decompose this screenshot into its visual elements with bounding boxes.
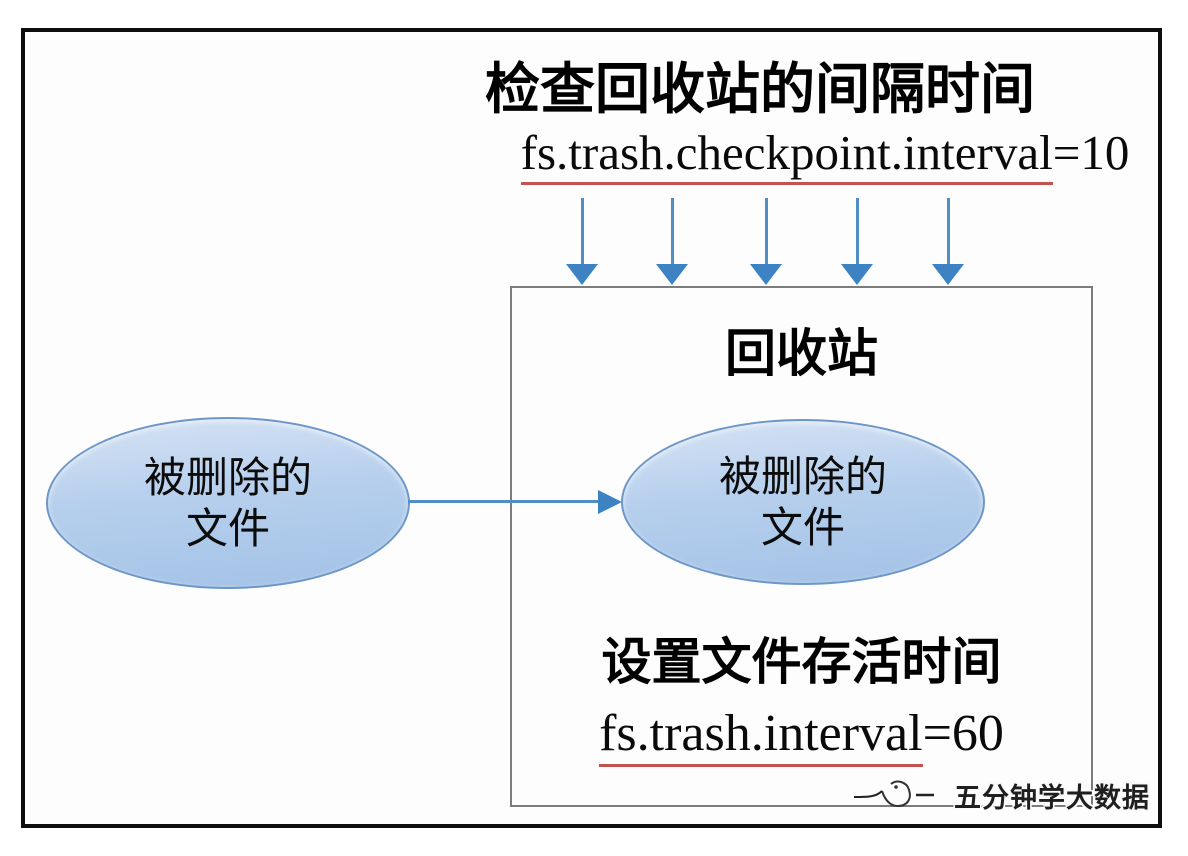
down-arrow-icon — [671, 198, 674, 266]
watermark-text: 五分钟学大数据 — [954, 782, 1150, 813]
checkpoint-interval-property-value: =10 — [1052, 125, 1130, 180]
move-to-trash-arrow — [408, 500, 600, 503]
deleted-file-label-line1: 被删除的 — [718, 452, 887, 500]
down-arrow-icon — [765, 198, 768, 266]
checkpoint-interval-property: fs.trash.checkpoint.interval=10 — [445, 124, 1188, 185]
deleted-file-label-line1: 被删除的 — [143, 453, 312, 501]
trash-bin-title: 回收站 — [724, 325, 878, 382]
bird-swoosh-logo-icon — [852, 770, 952, 821]
checkpoint-interval-property-name: fs.trash.checkpoint.interval — [520, 125, 1053, 185]
down-arrowhead-icon — [566, 264, 598, 285]
trash-interval-property: fs.trash.interval=60 — [510, 704, 1093, 767]
trash-interval-property-value: =60 — [922, 705, 1004, 762]
down-arrowhead-icon — [932, 264, 964, 285]
down-arrow-icon — [581, 198, 584, 266]
trash-bin-box — [510, 286, 1093, 807]
header-title: 检查回收站的间隔时间 — [484, 58, 1035, 120]
file-ttl-subtitle: 设置文件存活时间 — [601, 634, 1002, 690]
move-to-trash-arrowhead-icon — [598, 490, 622, 514]
deleted-file-label-line2: 文件 — [760, 504, 845, 551]
deleted-file-node-in-trash: 被删除的 文件 — [621, 419, 985, 585]
watermark: 五分钟学大数据 — [852, 770, 1150, 820]
trash-interval-property-name: fs.trash.interval — [599, 705, 923, 767]
down-arrowhead-icon — [750, 264, 782, 285]
deleted-file-node-source: 被删除的 文件 — [46, 417, 410, 589]
down-arrow-icon — [856, 198, 859, 266]
down-arrowhead-icon — [841, 264, 873, 285]
down-arrowhead-icon — [656, 264, 688, 285]
deleted-file-label-line2: 文件 — [185, 505, 270, 552]
down-arrow-icon — [947, 198, 950, 266]
